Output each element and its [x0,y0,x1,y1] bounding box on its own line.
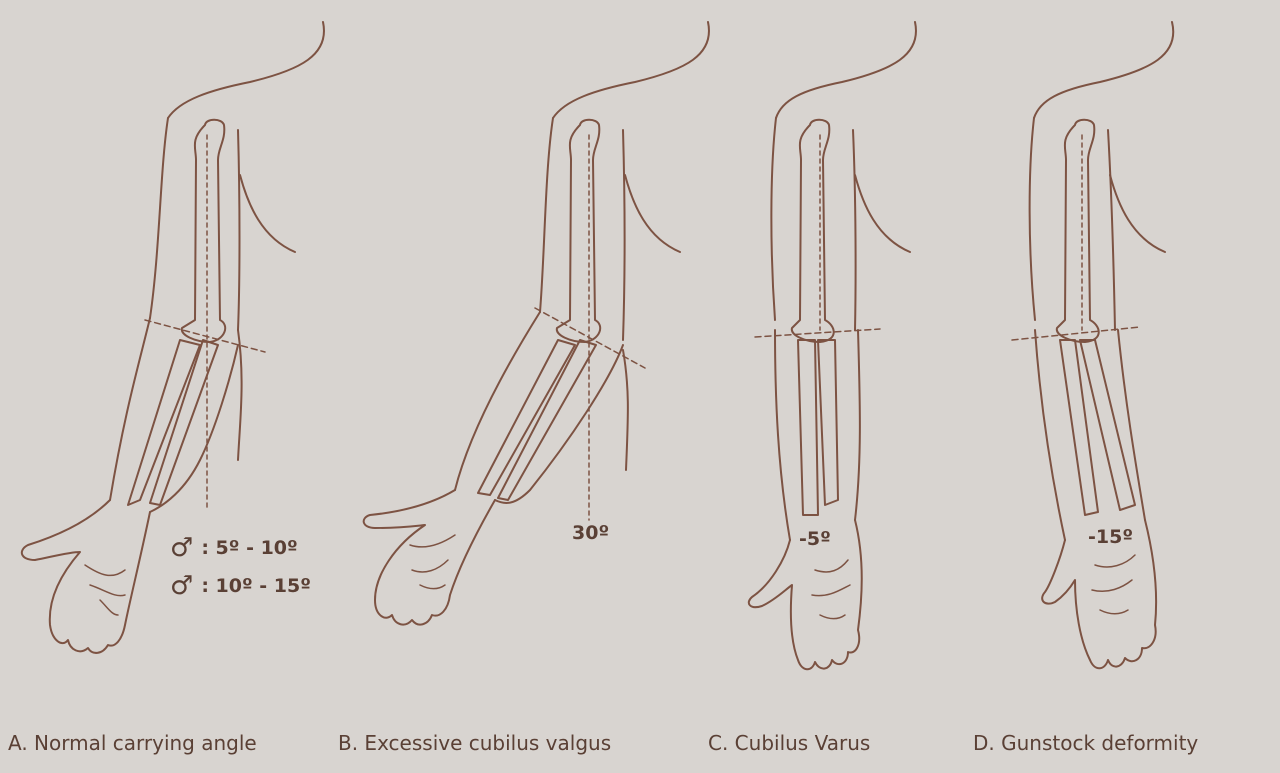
arm-d-gunstock [1011,21,1175,670]
radius-c [797,339,819,516]
forearm-inner-d [1117,329,1146,521]
hand-a [20,499,151,654]
chest-outline-d [1109,174,1166,253]
palm-lines-b [409,534,456,590]
ulna-d [1079,339,1136,511]
elbow-line-c [754,328,881,338]
upper-arm-inner-b [622,129,626,341]
male-angle-row: ♂ : 5º - 10º [170,535,298,561]
chest-outline-c [854,174,911,253]
forearm-outer-b [454,311,541,491]
arm-b-valgus [362,21,710,626]
radius-b [477,339,576,496]
humerus-b [555,118,602,343]
upper-arm-outer-d [1028,117,1036,321]
elbow-crease-a [237,329,243,461]
chest-outline-b [624,174,681,253]
upper-arm-inner-d [1107,129,1116,331]
caption-b: B. Excessive cubilus valgus [338,731,612,755]
male-angle-label: : 5º - 10º [201,537,298,559]
elbow-line-b [534,307,646,369]
forearm-inner-b [494,344,624,504]
male-symbol-icon: ♂ [170,533,194,563]
ulna-a [149,339,219,506]
hand-d [1041,519,1158,670]
forearm-inner-c [854,329,861,521]
humerus-d [1055,118,1100,343]
caption-d: D. Gunstock deformity [973,731,1199,755]
humerus-c [790,118,835,343]
female-angle-label: : 10º - 15º [201,575,311,597]
caption-c: C. Cubilus Varus [708,731,871,755]
palm-lines-a [84,564,126,616]
arm-a-normal [20,21,325,654]
palm-lines-d [1091,554,1136,615]
upper-arm-outer-c [770,117,777,321]
hand-c [747,519,863,671]
forearm-outer-a [109,317,151,501]
caption-a: A. Normal carrying angle [8,731,257,755]
chest-outline-a [239,174,296,253]
radius-a [127,339,201,506]
ulna-c [817,339,839,506]
elbow-crease-b [622,349,629,471]
humerus-a [180,118,227,343]
female-symbol-icon: ♂ [170,571,194,601]
torso-outline-c [775,21,917,119]
elbow-line-a [144,319,266,353]
hand-b [362,489,496,626]
forearm-inner-a [149,344,239,513]
angle-label-c: -5º [799,528,831,550]
angle-label-b: 30º [572,522,610,544]
forearm-outer-d [1034,329,1066,541]
female-angle-row: ♂ : 10º - 15º [170,573,311,599]
radius-d [1059,339,1099,516]
palm-lines-c [811,559,851,620]
upper-arm-inner-a [237,129,241,331]
torso-outline-b [552,21,710,119]
arm-c-varus [747,21,917,671]
torso-outline-d [1033,21,1175,119]
upper-arm-outer-a [149,117,169,319]
elbow-line-d [1011,326,1141,341]
angle-label-d: -15º [1088,526,1134,548]
ulna-b [497,339,597,501]
upper-arm-outer-b [539,117,554,313]
forearm-outer-c [774,329,791,541]
upper-arm-inner-c [852,129,857,331]
torso-outline-a [167,21,325,119]
